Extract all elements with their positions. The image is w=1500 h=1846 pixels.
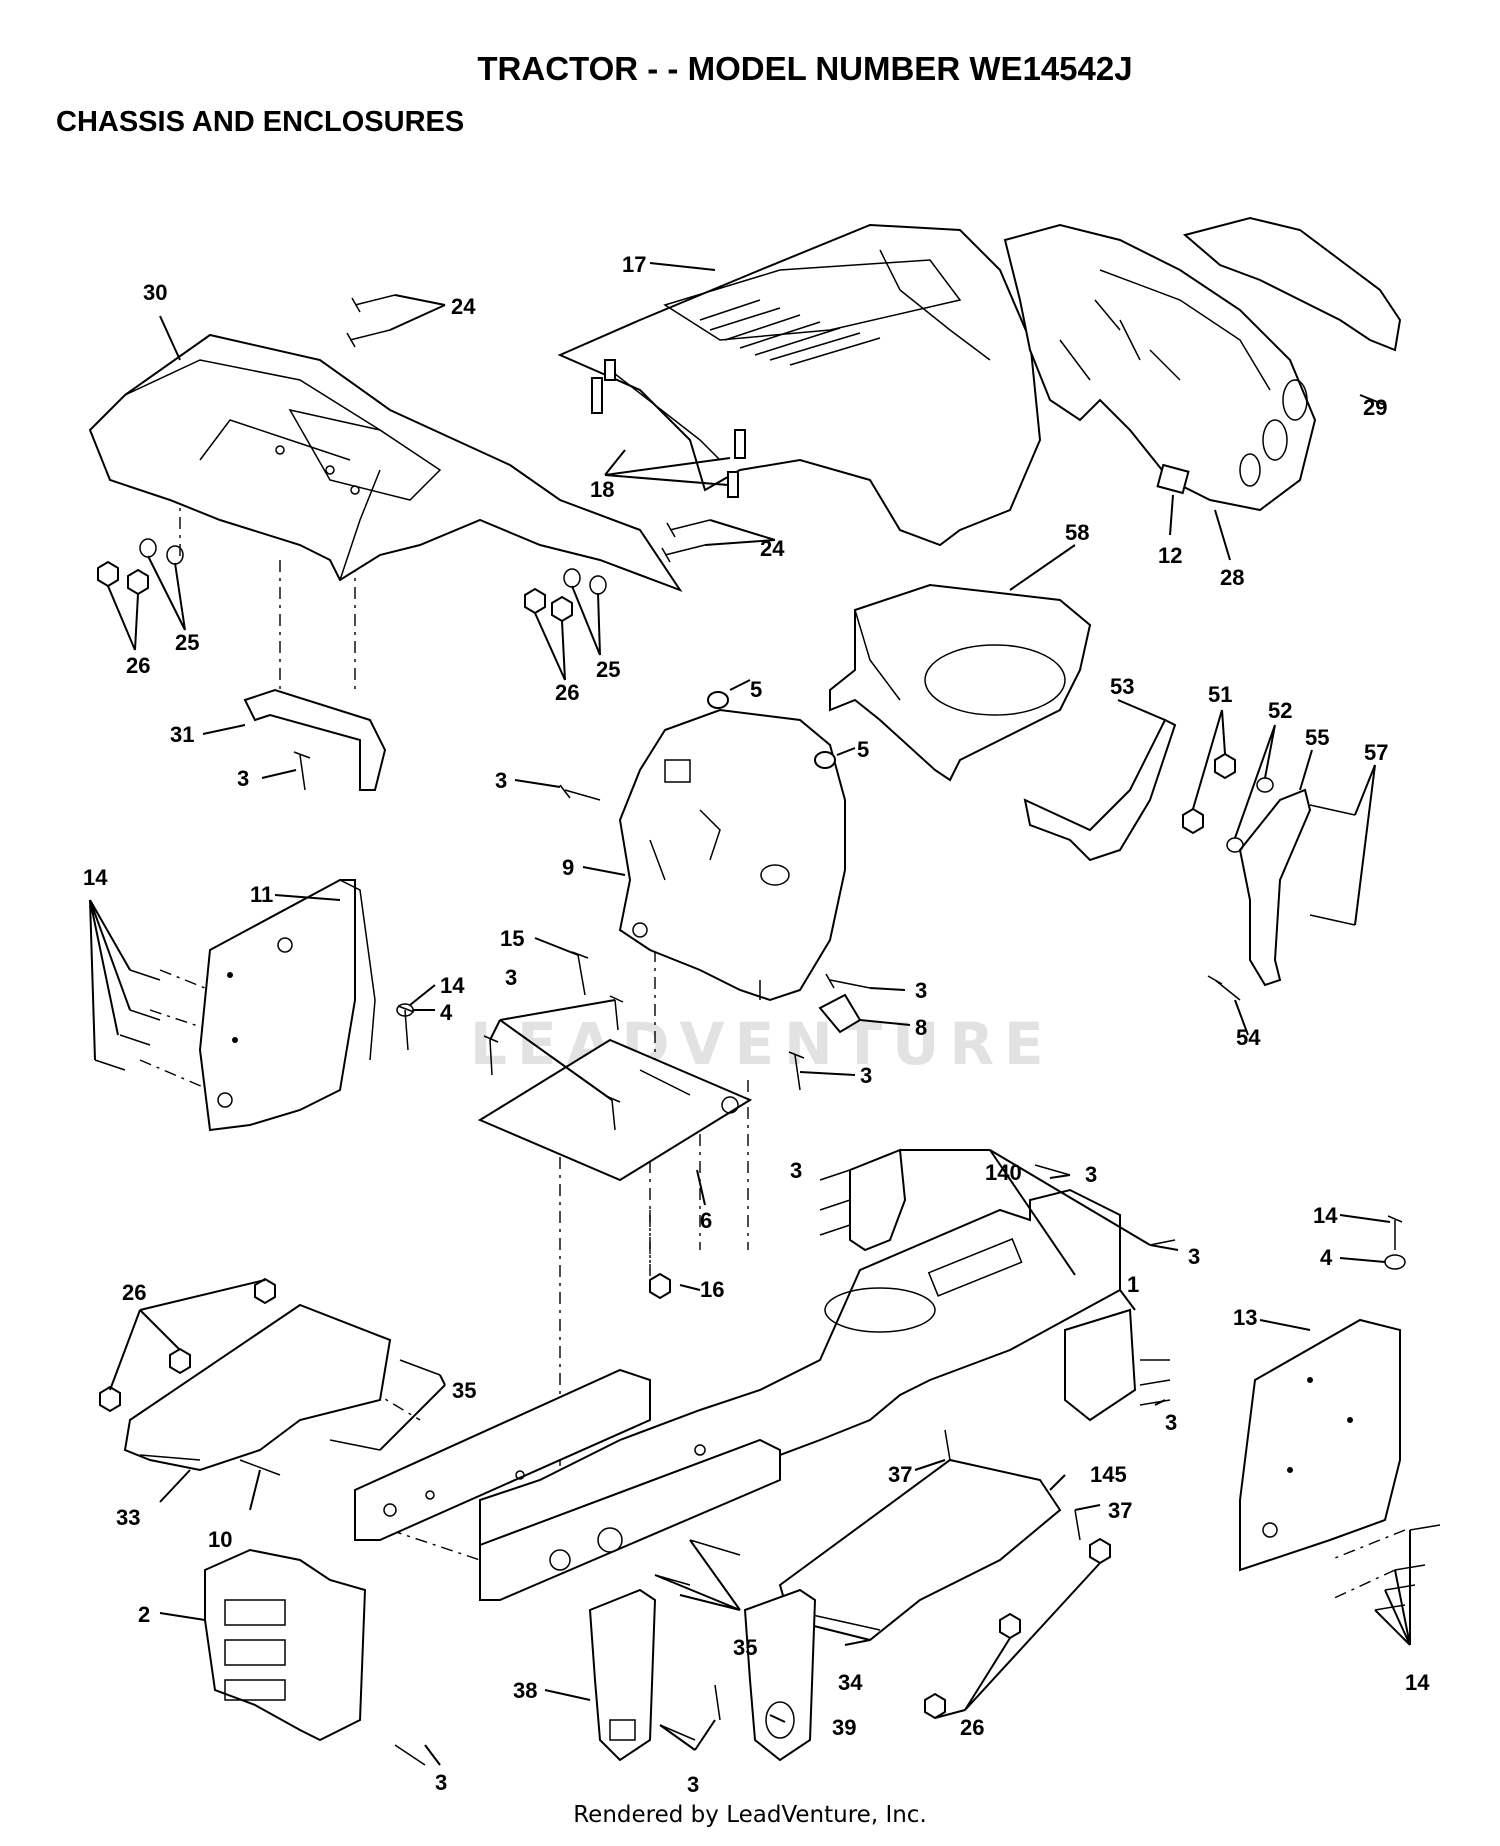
callout-3: 3 (1165, 1410, 1177, 1435)
callout-34: 34 (838, 1670, 863, 1695)
callout-57: 57 (1364, 740, 1388, 765)
callout-35: 35 (733, 1635, 757, 1660)
page-subtitle: CHASSIS AND ENCLOSURES (56, 106, 465, 138)
page-title: TRACTOR - - MODEL NUMBER WE14542J (477, 50, 1133, 87)
callout-16: 16 (700, 1277, 724, 1302)
part-38-axle-bracket (588, 1588, 657, 1762)
callout-26: 26 (122, 1280, 146, 1305)
callout-58: 58 (1065, 520, 1089, 545)
callout-25: 25 (175, 630, 199, 655)
callout-51: 51 (1208, 682, 1232, 707)
callout-3: 3 (687, 1772, 699, 1797)
callout-14: 14 (1313, 1203, 1338, 1228)
callout-9: 9 (562, 855, 574, 880)
part-11-left-side-panel (198, 879, 376, 1132)
callout-12: 12 (1158, 543, 1182, 568)
part-34-right-footrest (778, 1458, 1062, 1642)
callout-145: 145 (1090, 1462, 1127, 1487)
callout-13: 13 (1233, 1305, 1257, 1330)
callout-3: 3 (860, 1063, 872, 1088)
fasteners (94, 294, 1441, 1766)
callout-3: 3 (1085, 1162, 1097, 1187)
parts-diagram: 30 24 17 29 18 24 12 28 58 25 26 25 26 5… (83, 216, 1441, 1797)
callout-3: 3 (1188, 1244, 1200, 1269)
part-55-bracket (1238, 788, 1312, 987)
callout-25: 25 (596, 657, 620, 682)
callout-38: 38 (513, 1678, 537, 1703)
callout-55: 55 (1305, 725, 1329, 750)
callout-35: 35 (452, 1378, 476, 1403)
callout-28: 28 (1220, 565, 1244, 590)
callout-3: 3 (495, 768, 507, 793)
part-29-grille-insert (1182, 216, 1402, 352)
callout-3: 3 (505, 965, 517, 990)
callout-3: 3 (435, 1770, 447, 1795)
callout-10: 10 (208, 1527, 232, 1552)
callout-8: 8 (915, 1015, 927, 1040)
callout-2: 2 (138, 1602, 150, 1627)
callout-30: 30 (143, 280, 167, 305)
callout-3: 3 (790, 1158, 802, 1183)
part-145-bracket (1064, 1308, 1137, 1422)
part-13-right-side-panel (1239, 1318, 1401, 1572)
callout-29: 29 (1363, 395, 1387, 420)
callout-4: 4 (1320, 1245, 1333, 1270)
callout-3: 3 (237, 766, 249, 791)
part-17-hood (557, 223, 1042, 547)
callout-37: 37 (1108, 1498, 1132, 1523)
callout-14: 14 (83, 865, 108, 890)
callout-53: 53 (1110, 674, 1134, 699)
callout-54: 54 (1236, 1025, 1261, 1050)
callout-4: 4 (440, 1000, 453, 1025)
callout-18: 18 (590, 477, 614, 502)
part-6-console-plate (477, 1038, 753, 1182)
callout-31: 31 (170, 722, 194, 747)
callout-1: 1 (1127, 1272, 1139, 1297)
part-2-front-bracket (204, 1548, 367, 1742)
part-9-dashboard (618, 708, 846, 1002)
callout-24: 24 (760, 536, 785, 561)
part-12-clip (1156, 463, 1190, 495)
callout-3: 3 (915, 978, 927, 1003)
callout-labels: 30 24 17 29 18 24 12 28 58 25 26 25 26 5… (83, 252, 1430, 1797)
callout-11: 11 (250, 882, 273, 907)
callout-52: 52 (1268, 698, 1292, 723)
part-53-bracket (1023, 718, 1177, 862)
callout-37: 37 (888, 1462, 912, 1487)
leader-lines (89, 262, 1411, 1766)
callout-140: 140 (985, 1160, 1022, 1185)
callout-26: 26 (126, 653, 150, 678)
callout-33: 33 (116, 1505, 140, 1530)
callout-17: 17 (622, 252, 646, 277)
part-140-bracket (849, 1148, 907, 1252)
footer-credit: Rendered by LeadVenture, Inc. (573, 1802, 927, 1828)
part-30-rear-fender (88, 333, 683, 593)
callout-5: 5 (857, 737, 869, 762)
callout-26: 26 (555, 680, 579, 705)
part-31-bracket (243, 688, 387, 791)
part-58-dash-panel (829, 583, 1092, 782)
callout-14: 14 (1405, 1670, 1430, 1695)
part-39-axle-bracket (743, 1588, 817, 1762)
callout-39: 39 (832, 1715, 856, 1740)
part-33-left-footrest (123, 1303, 392, 1472)
part-1-frame (354, 1188, 1121, 1601)
callout-15: 15 (500, 926, 524, 951)
part-28-grille (1003, 223, 1317, 512)
callout-5: 5 (750, 677, 762, 702)
callout-6: 6 (700, 1208, 712, 1233)
callout-24: 24 (451, 294, 476, 319)
part-8-clip (818, 993, 862, 1034)
callout-14: 14 (440, 973, 465, 998)
callout-26: 26 (960, 1715, 984, 1740)
